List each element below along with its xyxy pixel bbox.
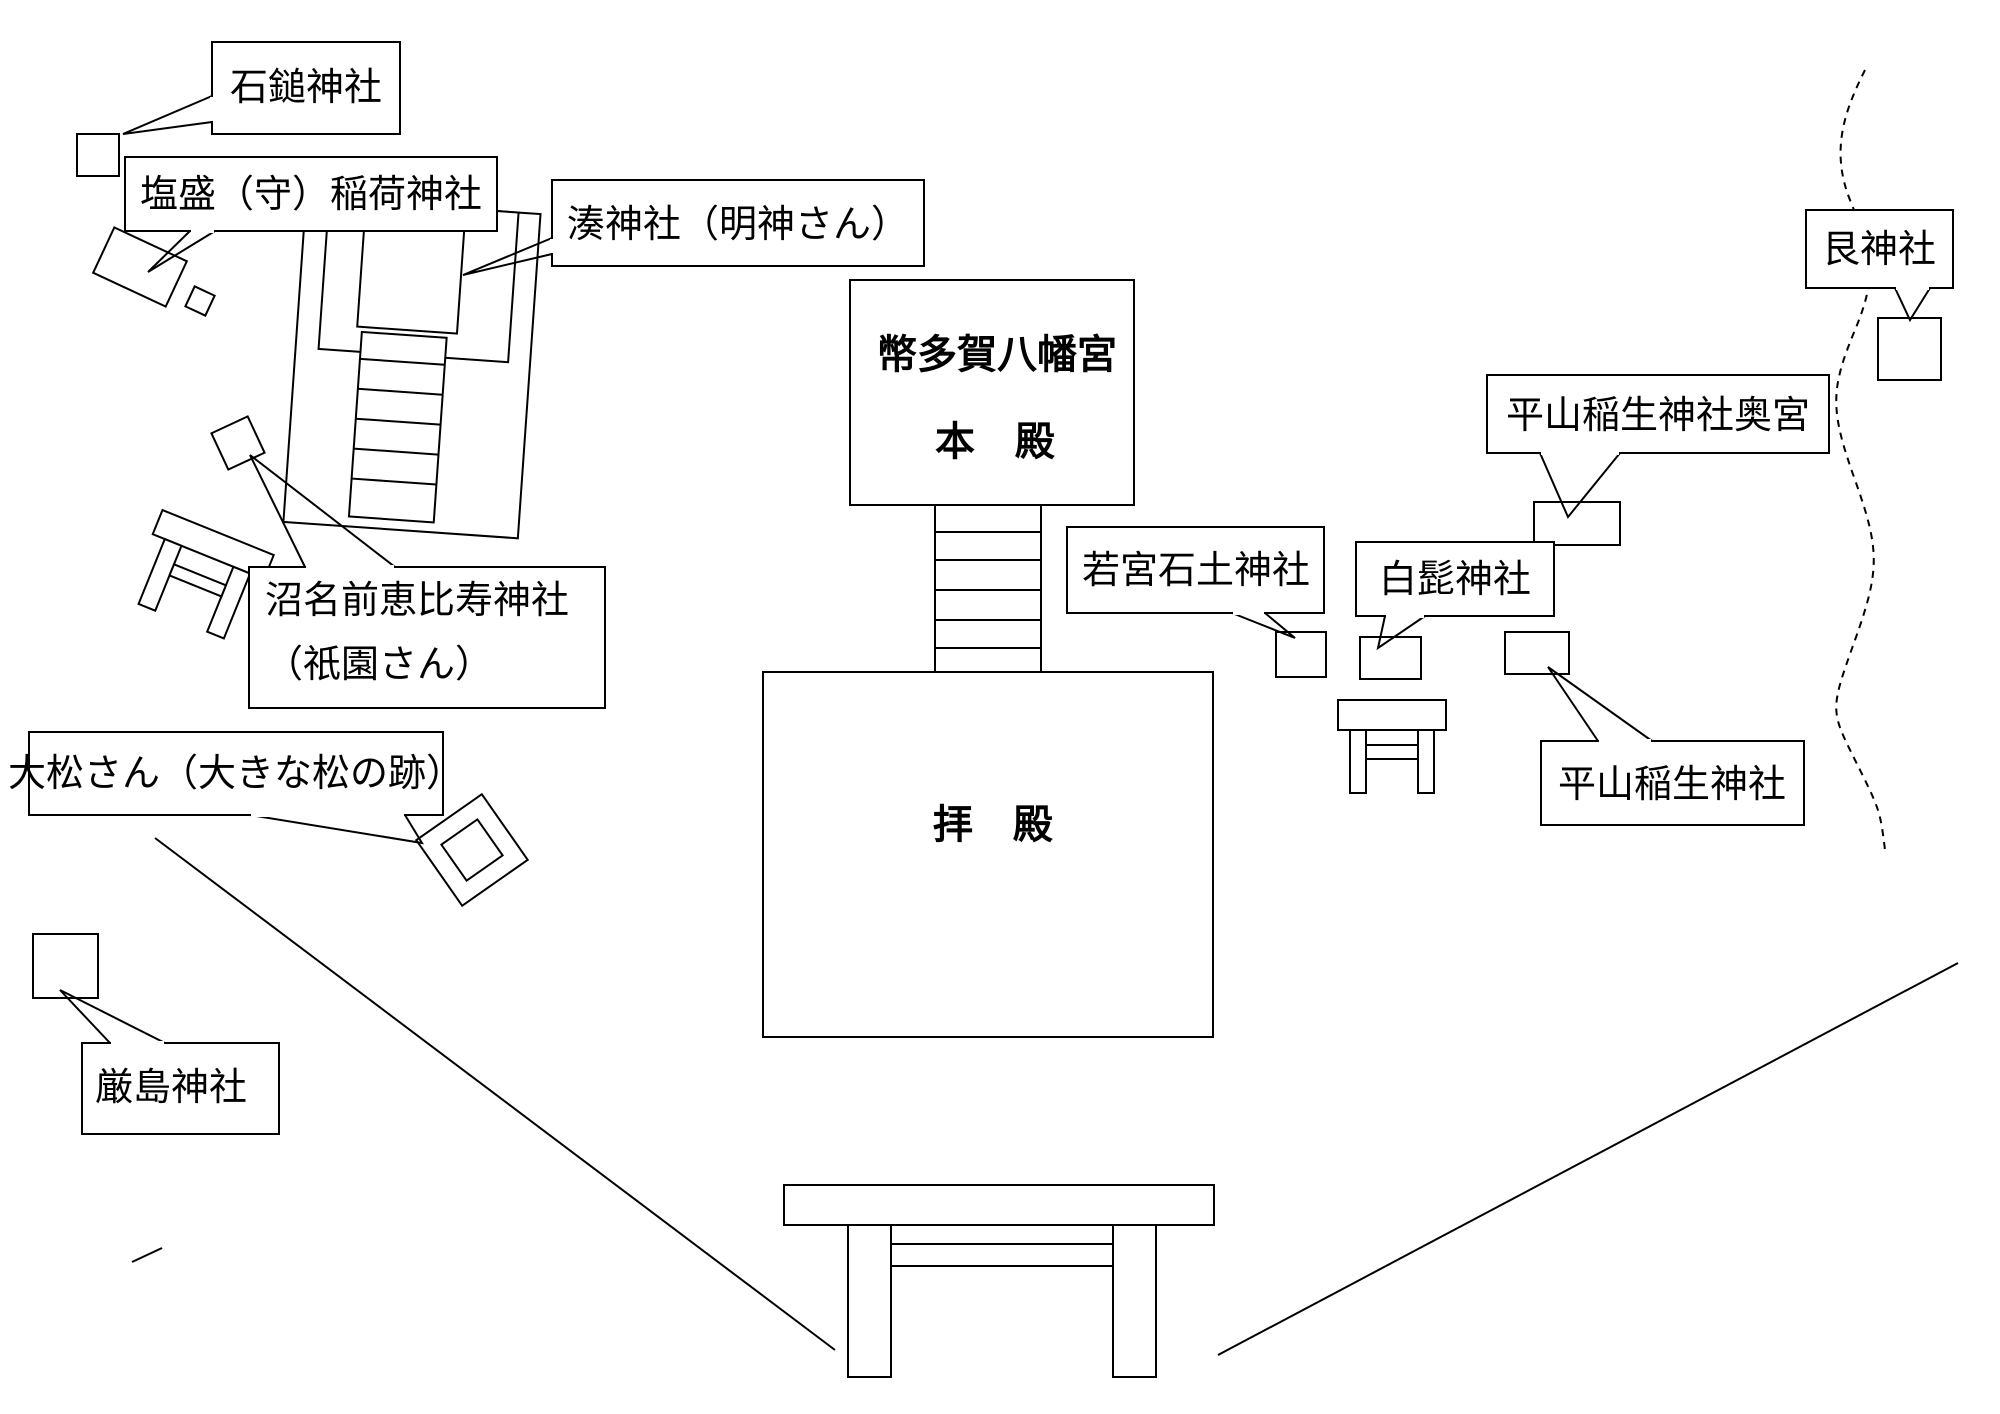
callout-shiomori: 塩盛（守）稲荷神社: [124, 156, 498, 273]
label-hirayama-okumiya: 平山稲生神社奥宮: [1506, 393, 1810, 437]
callout-hirayama: 平山稲生神社: [1540, 666, 1805, 826]
shrine-ushitora: [1877, 317, 1942, 381]
main-hall-subtitle: 本 殿: [935, 418, 1055, 465]
callout-hirayama-okumiya: 平山稲生神社奥宮: [1486, 374, 1830, 519]
label-shirahige: 白髭神社: [1379, 557, 1531, 601]
shrine-shirahige: [1359, 636, 1422, 680]
label-numana-line1: 沼名前恵比寿神社: [265, 578, 569, 622]
label-shiomori: 塩盛（守）稲荷神社: [140, 172, 482, 216]
shrine-shiomori: [91, 226, 189, 308]
main-torii: [783, 1184, 1215, 1378]
approach-line-short: [131, 1247, 163, 1263]
main-hall: 幣多賀八幡宮 本 殿: [849, 279, 1135, 506]
small-torii-right: [1337, 699, 1447, 794]
shrine-hirayama-okumiya: [1533, 501, 1621, 546]
label-hirayama: 平山稲生神社: [1558, 762, 1786, 806]
worship-hall: 拝 殿: [762, 671, 1214, 1038]
approach-line-left: [154, 837, 836, 1351]
callout-wakamiya: 若宮石土神社: [1066, 526, 1325, 639]
callout-ishizuchi: 石鎚神社: [122, 41, 401, 135]
shrine-ishizuchi: [76, 133, 120, 177]
shrine-omatsu: [414, 792, 530, 908]
callout-omatsu: 大松さん（大きな松の跡）: [8, 731, 464, 845]
left-compound-steps: [347, 330, 448, 524]
shrine-numana: [210, 415, 266, 471]
shrine-itsukushima: [32, 933, 99, 999]
label-omatsu: 大松さん（大きな松の跡）: [8, 751, 464, 795]
label-wakamiya: 若宮石土神社: [1082, 548, 1310, 592]
approach-line-right: [1217, 962, 1959, 1356]
shrine-small-square: [184, 285, 216, 317]
callout-ushitora: 艮神社: [1805, 209, 1954, 323]
left-compound: [282, 196, 542, 540]
callout-minato: 湊神社（明神さん）: [462, 179, 925, 276]
small-torii-left: [137, 508, 276, 640]
callout-numana: 沼名前恵比寿神社 （祇園さん）: [248, 454, 606, 709]
label-ushitora: 艮神社: [1822, 227, 1936, 271]
callout-shirahige: 白髭神社: [1355, 541, 1555, 651]
label-numana-line2: （祇園さん）: [265, 642, 493, 686]
callout-itsukushima: 厳島神社: [59, 989, 280, 1135]
stream-dashed-line: [1835, 69, 1886, 851]
shrine-wakamiya: [1275, 631, 1327, 678]
main-hall-name: 幣多賀八幡宮: [877, 331, 1117, 378]
label-minato: 湊神社（明神さん）: [567, 202, 909, 246]
shrine-hirayama: [1504, 631, 1570, 675]
label-ishizuchi: 石鎚神社: [230, 65, 382, 109]
connecting-steps: [934, 504, 1042, 673]
label-itsukushima: 厳島神社: [95, 1065, 247, 1109]
worship-hall-name: 拝 殿: [933, 801, 1053, 848]
